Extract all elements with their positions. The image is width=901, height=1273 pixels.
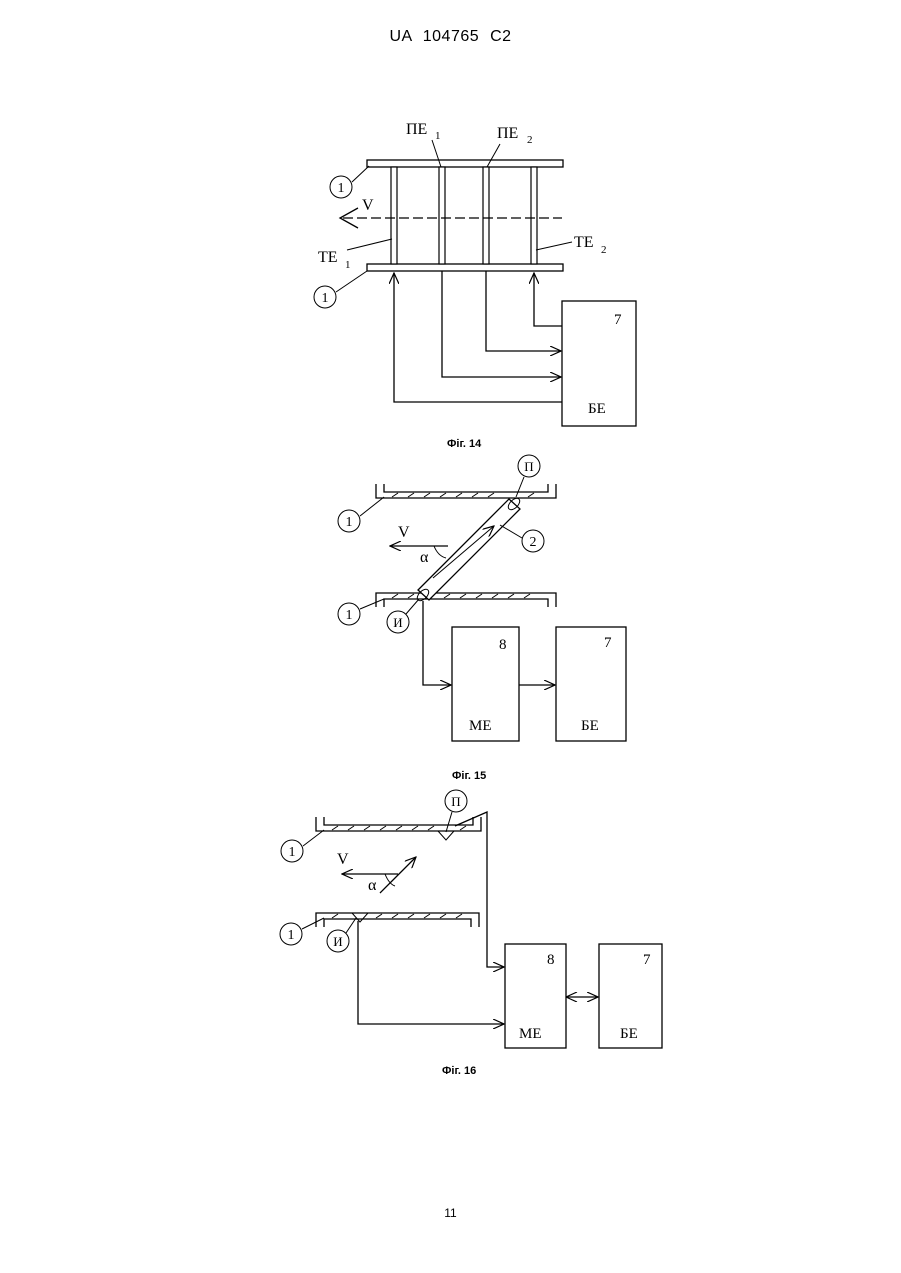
i-callout: И: [333, 934, 342, 949]
pipe-callout-top: 1: [346, 515, 353, 530]
block-be-number: 7: [604, 635, 612, 651]
pipe-callout-bottom: 1: [346, 608, 353, 623]
block-be-number: 7: [614, 312, 622, 328]
pe2-subscript: 2: [527, 134, 533, 146]
probe-callout: 2: [530, 535, 537, 550]
alpha-label: α: [368, 877, 377, 894]
figure-16: V α П 1 1 И 8 МЕ 7 БЕ Фіг. 16: [280, 790, 662, 1077]
inclined-probe: [418, 499, 520, 600]
pipe-callout-top: 1: [289, 845, 296, 860]
transducer-tubes: [391, 167, 537, 264]
pipe-wall-top: [367, 160, 563, 167]
pipe-callout-top: 1: [338, 181, 345, 196]
pe1-label: ПЕ: [406, 121, 427, 138]
hatching-bottom: [392, 594, 530, 598]
block-be-number: 7: [643, 952, 651, 968]
block-me-label: МЕ: [519, 1026, 542, 1042]
hatching-top: [392, 493, 534, 497]
hatching-top: [332, 826, 466, 830]
velocity-label: V: [337, 851, 349, 868]
block-me-label: МЕ: [469, 718, 492, 734]
figure-15-caption: Фіг. 15: [452, 770, 486, 782]
figure-14: V ПЕ 1 ПЕ 2 ТЕ 1 ТЕ 2 1 1 7 БЕ Фіг. 14: [314, 121, 636, 450]
p-callout: П: [451, 794, 460, 809]
block-me-number: 8: [499, 637, 507, 653]
te2-subscript: 2: [601, 244, 607, 256]
figure-14-caption: Фіг. 14: [447, 438, 482, 450]
block-be-label: БЕ: [620, 1026, 638, 1042]
te1-subscript: 1: [345, 259, 351, 271]
te2-label: ТЕ: [574, 234, 594, 251]
pe1-subscript: 1: [435, 130, 441, 142]
block-me-number: 8: [547, 952, 555, 968]
alpha-label: α: [420, 549, 429, 566]
figure-16-caption: Фіг. 16: [442, 1065, 476, 1077]
page-number: 11: [0, 1206, 901, 1220]
block-be-label: БЕ: [588, 401, 606, 417]
pipe-callout-bottom: 1: [322, 291, 329, 306]
velocity-label: V: [398, 524, 410, 541]
velocity-label: V: [362, 197, 374, 214]
block-be-label: БЕ: [581, 718, 599, 734]
p-callout: П: [524, 459, 533, 474]
te1-label: ТЕ: [318, 249, 338, 266]
pipe-callout-bottom: 1: [288, 928, 295, 943]
figure-15: V α П 1 2 1 И 8 МЕ 7 БЕ Фіг. 15: [338, 455, 626, 782]
pe2-label: ПЕ: [497, 125, 518, 142]
pipe-wall-bottom: [367, 264, 563, 271]
hatching-bottom: [332, 914, 462, 918]
pipe-wall-bottom: [316, 913, 479, 927]
i-callout: И: [393, 615, 402, 630]
